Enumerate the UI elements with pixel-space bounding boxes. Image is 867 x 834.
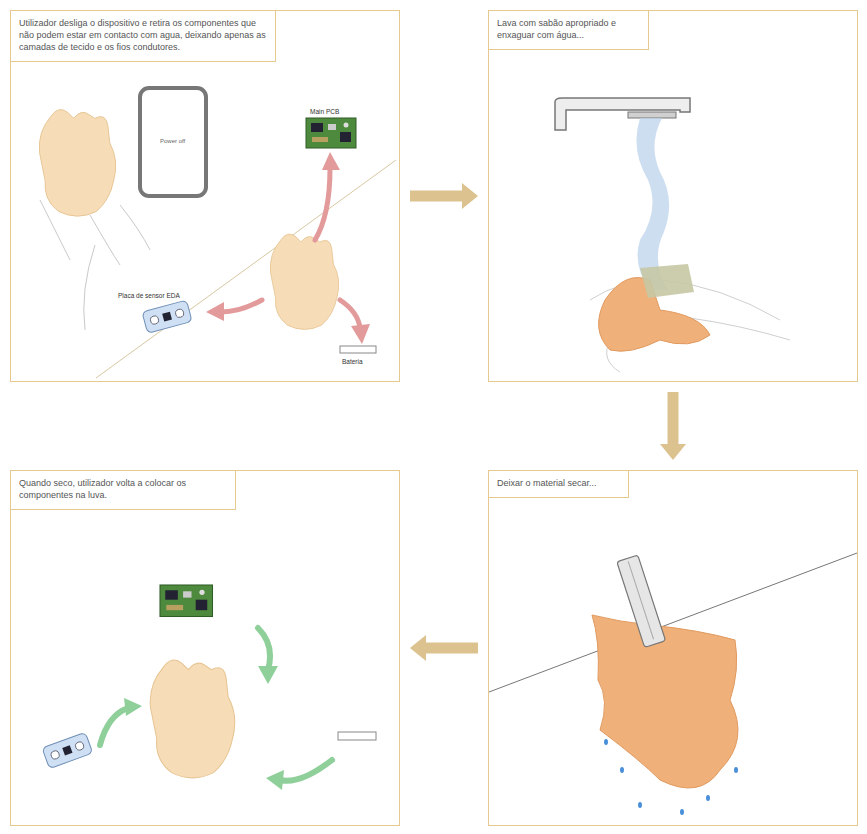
- part-label: Bateria: [342, 358, 363, 365]
- step-panel: Quando seco, utilizador volta a colocar …: [10, 470, 400, 826]
- step-caption: Utilizador desliga o dispositivo e retir…: [11, 11, 276, 62]
- step-caption: Deixar o material secar...: [489, 471, 629, 498]
- step-caption: Quando seco, utilizador volta a colocar …: [11, 471, 236, 510]
- screen-text: Power off: [160, 138, 185, 144]
- part-label: Placa de sensor EDA: [118, 292, 180, 299]
- step-panel: Utilizador desliga o dispositivo e retir…: [10, 10, 400, 382]
- flow-arrow: [410, 183, 478, 209]
- step-panel: Deixar o material secar...: [488, 470, 858, 826]
- part-label: Main PCB: [310, 108, 339, 115]
- flow-arrow: [660, 392, 686, 460]
- flow-arrow: [410, 635, 478, 661]
- step-caption: Lava com sabão apropriado e enxaguar com…: [489, 11, 649, 50]
- step-panel: Lava com sabão apropriado e enxaguar com…: [488, 10, 858, 382]
